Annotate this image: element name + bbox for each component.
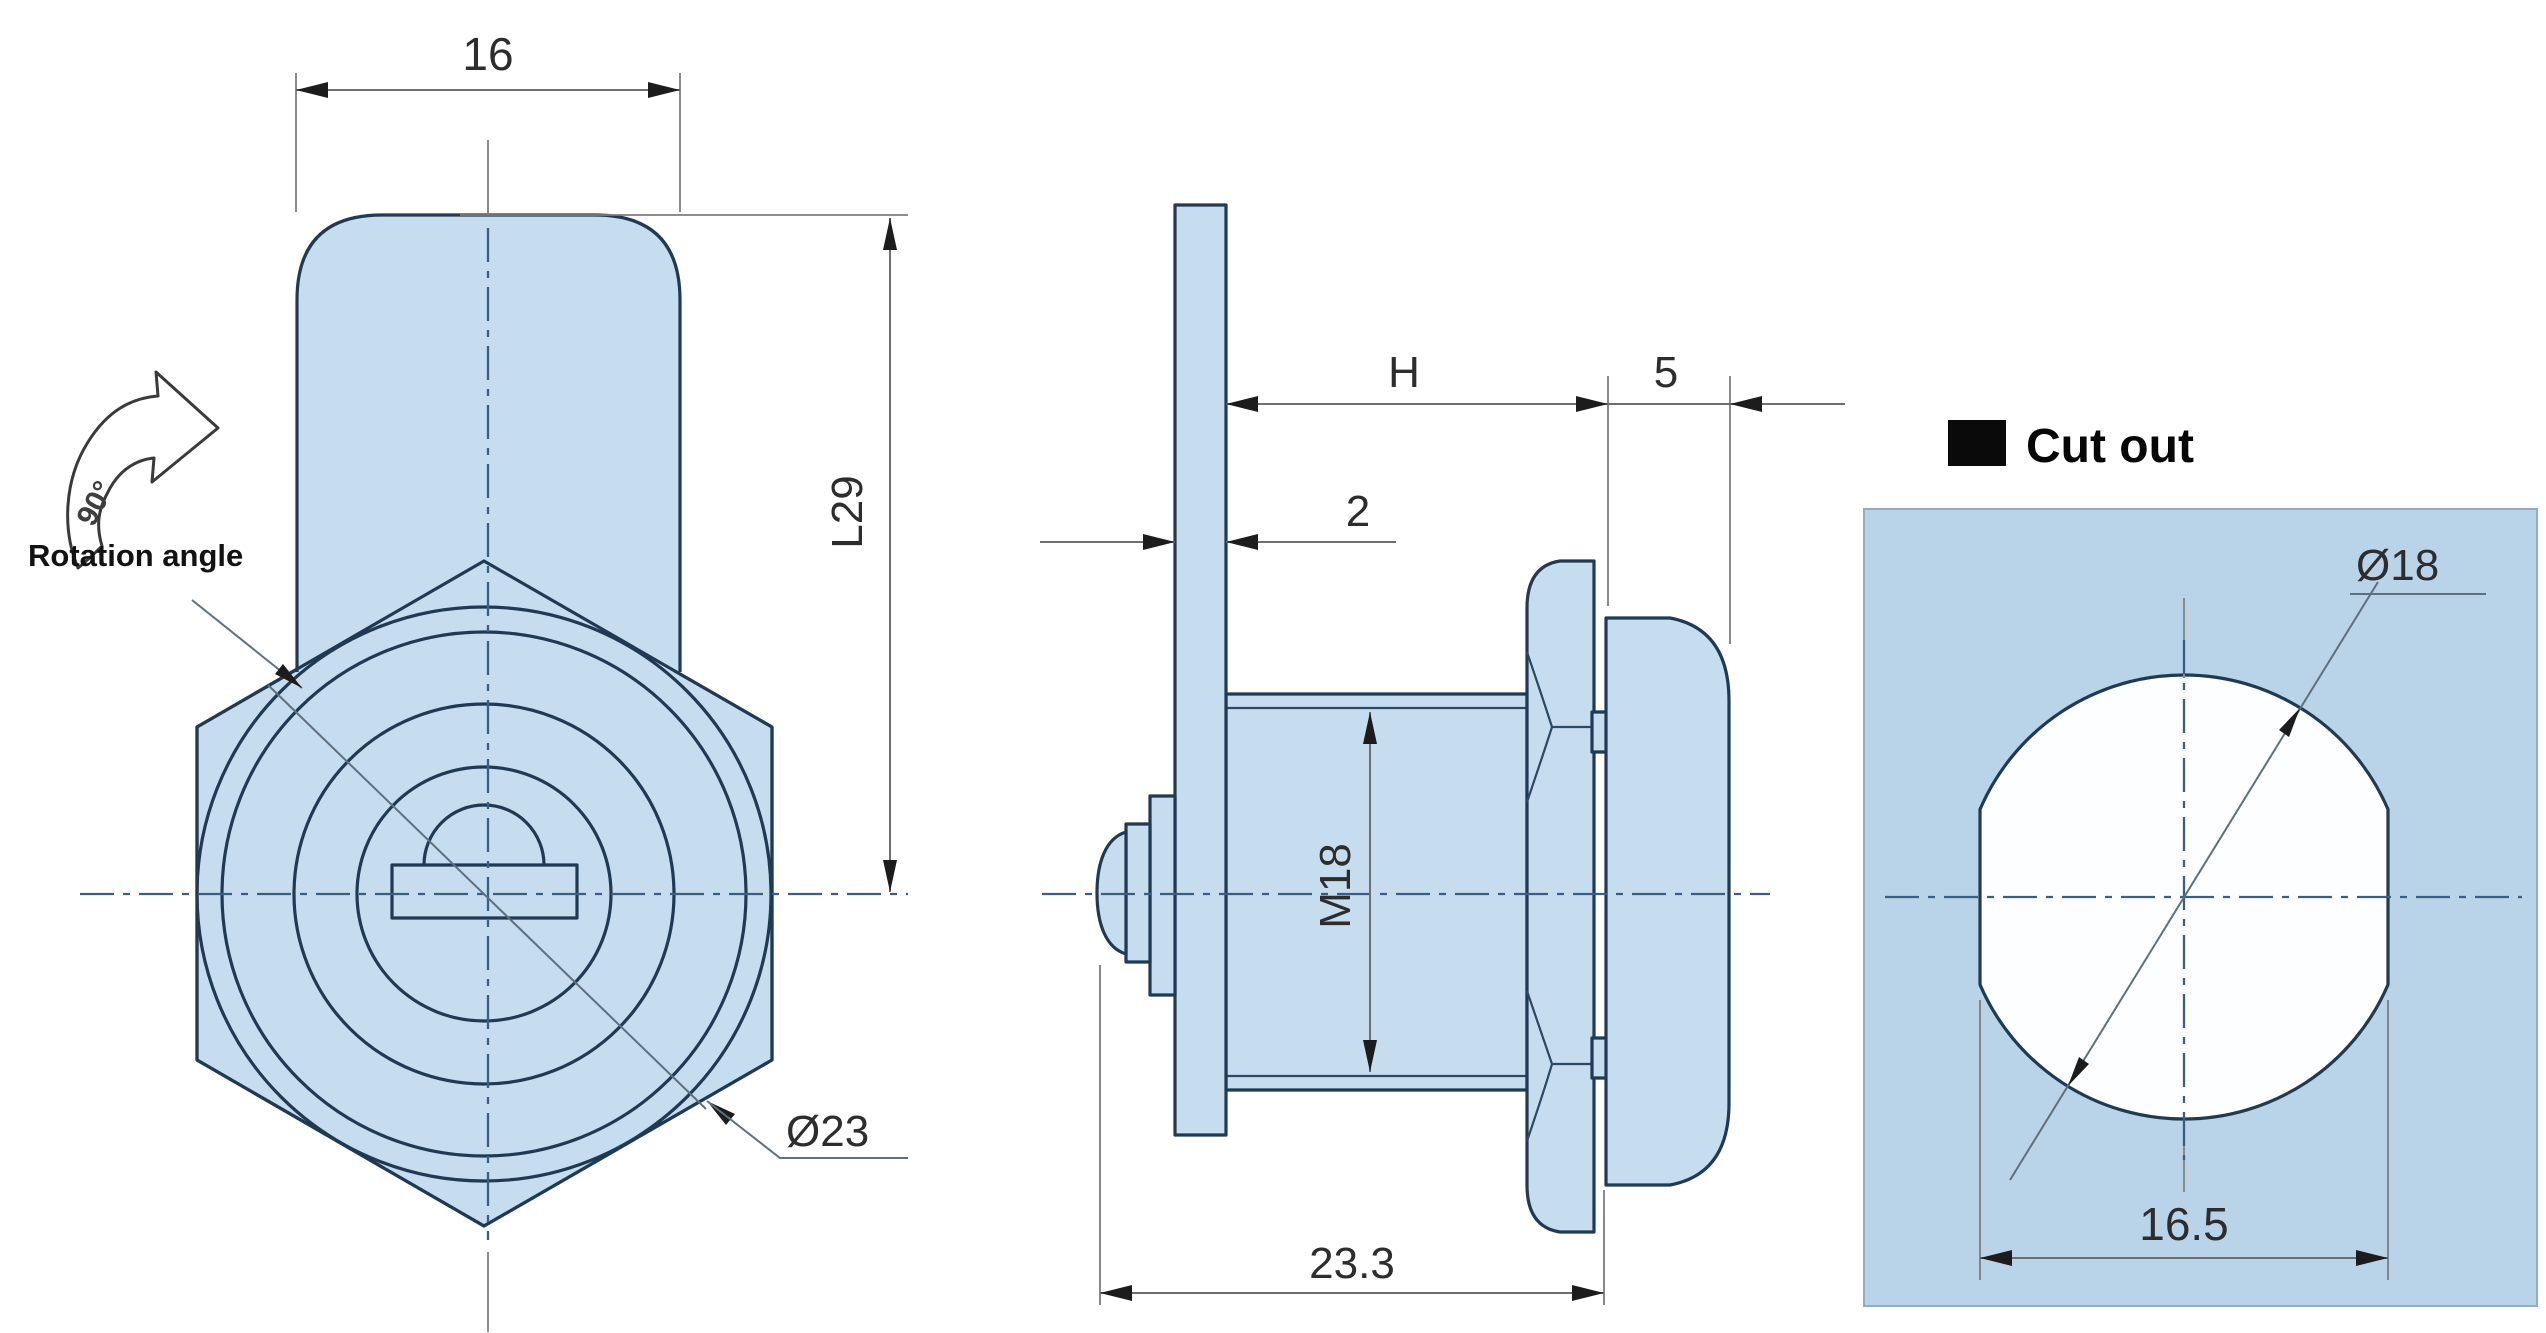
pin-base [1148,794,1177,997]
rotation-angle-label: Rotation angle [28,538,243,573]
dim-grip-label: H [1388,348,1420,397]
key-dome [422,803,546,866]
keyway-slot [390,863,579,920]
dim-cam-width-label: 16 [462,28,513,80]
cutout-title-bullet [1948,420,2006,466]
cam-plate-edge [1173,203,1228,1137]
dim-body-length-label: 23.3 [1309,1239,1395,1288]
dim-thread-label: M18 [1311,843,1360,929]
dia23-leader [706,1100,908,1159]
hex-nut-edges [195,559,774,1228]
front-view: 16 L29 Ø23 90° Rotation angle [28,28,908,1332]
nut-chamfer-lines [1525,651,1594,1142]
rotation-arrow-icon [66,370,220,570]
diameter-diagonal-line [267,684,707,1110]
dim-nut-diameter-label: Ø23 [786,1107,869,1156]
dim-across-flats-label: 16.5 [2139,1198,2229,1250]
dim-cam-length-label: L29 [823,475,872,548]
lock-head [1604,616,1731,1187]
dim-hole-diameter-label: Ø18 [2356,541,2439,590]
dim-head-depth-label: 5 [1654,348,1678,397]
side-view: H 5 2 M18 23.3 [1040,203,1845,1305]
circle-nut-od [195,605,773,1183]
dim-cam-thickness-label: 2 [1346,487,1370,536]
rotation-leader-arrow [275,664,302,688]
nut-side [1525,559,1596,1234]
cutout-title: Cut out [2026,420,2194,473]
thread-cylinder [1224,692,1529,1092]
cutout-view: Cut out Ø18 16.5 [1863,420,2538,1307]
